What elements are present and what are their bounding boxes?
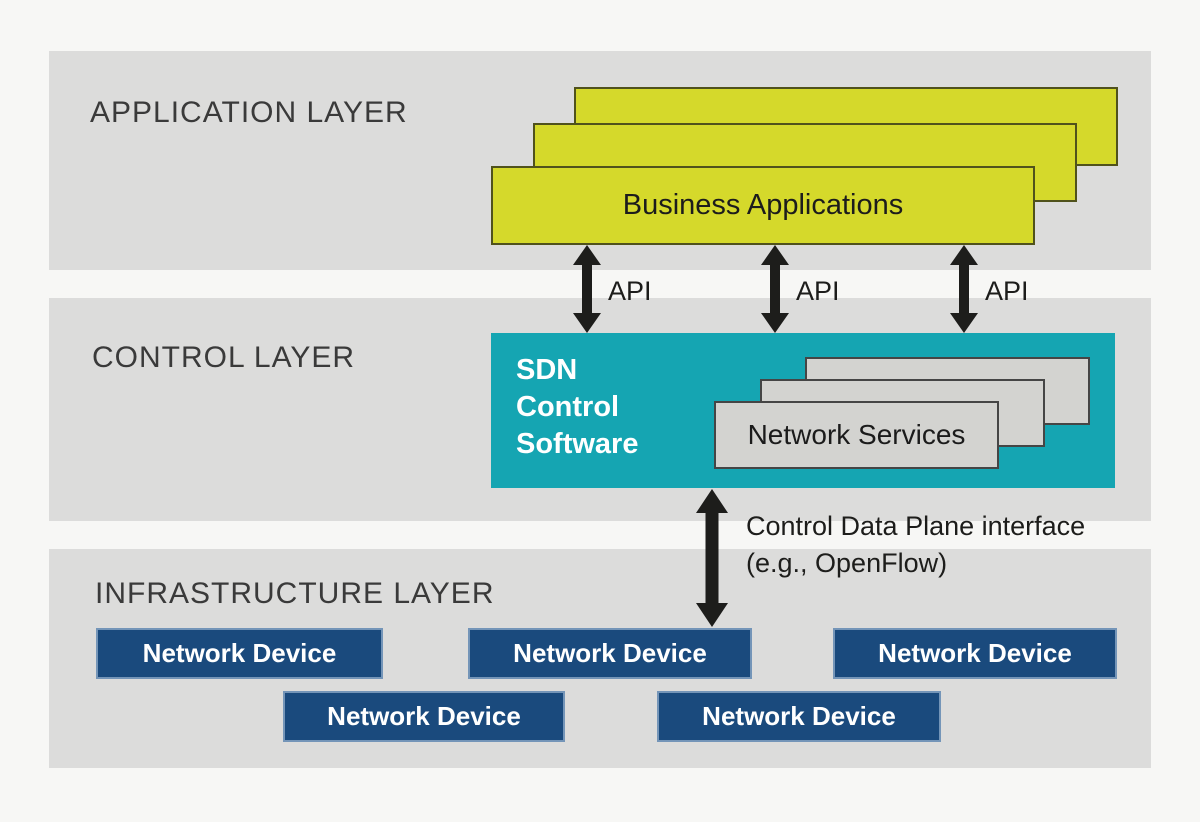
sdn-control-software-label: SDN Control Software <box>516 352 638 463</box>
network-device-label: Network Device <box>878 638 1072 668</box>
control-layer-label: CONTROL LAYER <box>92 341 356 374</box>
sdn-label-line: Control <box>516 391 620 423</box>
network-device-label: Network Device <box>142 638 337 668</box>
api-arrow-icon <box>573 245 601 333</box>
application-layer-label: APPLICATION LAYER <box>90 96 408 129</box>
network-device-box: Network Device <box>468 628 752 679</box>
sdn-label-line: Software <box>516 428 639 460</box>
network-device-box: Network Device <box>657 691 941 742</box>
api-label: API <box>796 276 840 306</box>
network-device-box: Network Device <box>833 628 1117 679</box>
api-label: API <box>985 276 1029 306</box>
sdn-label-line: SDN <box>516 354 578 386</box>
network-device-box: Network Device <box>283 691 565 742</box>
business-applications-box: Business Applications <box>491 166 1035 245</box>
api-arrow-icon <box>761 245 789 333</box>
control-data-plane-label: Control Data Plane interface (e.g., Open… <box>746 508 1085 582</box>
control-data-plane-arrow-icon <box>696 489 728 627</box>
network-device-label: Network Device <box>513 638 707 668</box>
api-arrow-icon <box>950 245 978 333</box>
infrastructure-layer-label: INFRASTRUCTURE LAYER <box>95 577 495 610</box>
network-device-box: Network Device <box>96 628 383 679</box>
network-device-label: Network Device <box>327 701 521 731</box>
control-data-plane-label-line1: Control Data Plane interface <box>746 511 1086 541</box>
control-data-plane-label-line2: (e.g., OpenFlow) <box>746 548 948 578</box>
network-services-label: Network Services <box>747 419 966 450</box>
network-device-label: Network Device <box>702 701 896 731</box>
business-applications-label: Business Applications <box>622 189 904 221</box>
api-label: API <box>608 276 652 306</box>
network-services-box: Network Services <box>714 401 999 469</box>
